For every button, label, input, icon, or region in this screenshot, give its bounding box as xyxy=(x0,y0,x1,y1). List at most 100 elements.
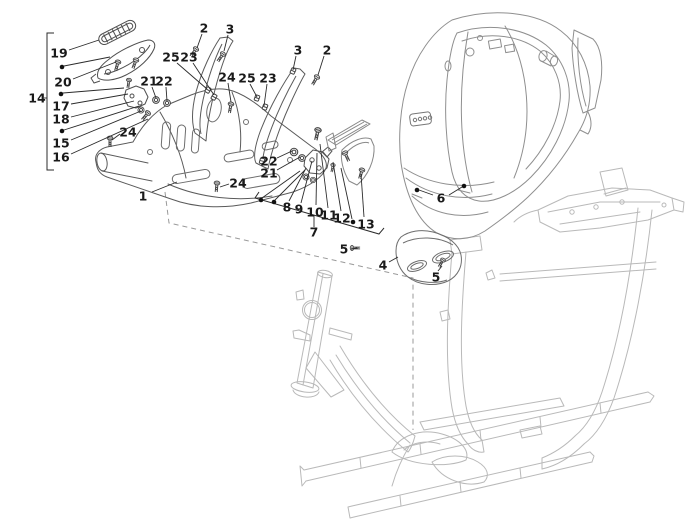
callout-label-21: 21 xyxy=(140,74,157,89)
frame-assembly xyxy=(290,167,685,519)
leader-line xyxy=(62,87,125,94)
leader-line xyxy=(263,83,268,107)
leader-line xyxy=(288,167,307,202)
lock-barrel xyxy=(538,50,559,67)
footboard-slots xyxy=(147,97,293,189)
screw xyxy=(312,126,323,142)
shield-right-flap xyxy=(571,29,603,135)
callout-label-2: 2 xyxy=(200,21,209,36)
callout-label-3: 3 xyxy=(294,43,303,58)
callout-label-5: 5 xyxy=(340,242,349,257)
callout-label-5: 5 xyxy=(432,270,441,285)
side-trim-panel xyxy=(340,137,375,186)
callout-label-20: 20 xyxy=(54,75,72,90)
callout-label-23: 23 xyxy=(180,50,197,65)
leader-line xyxy=(317,55,325,76)
callout-label-14: 14 xyxy=(28,91,46,106)
hinge-bracket-cluster xyxy=(123,85,149,109)
rear-left-frame-tube xyxy=(439,235,485,453)
leader-line xyxy=(72,61,117,80)
callout-label-13: 13 xyxy=(357,217,374,232)
leader-line xyxy=(418,189,434,196)
leader-line xyxy=(63,56,111,67)
callout-label-3: 3 xyxy=(226,22,235,37)
screw xyxy=(124,77,133,89)
rear-right-frame-tube xyxy=(485,207,657,470)
leader-line xyxy=(219,183,230,188)
callout-label-23: 23 xyxy=(259,71,276,86)
leader-line xyxy=(70,100,135,118)
shield-inner-ring xyxy=(445,27,570,202)
leader-line xyxy=(300,160,313,204)
callout-label-25: 25 xyxy=(238,71,255,86)
leader-line xyxy=(437,265,443,272)
leader-line xyxy=(223,34,229,52)
frame-spine-tube xyxy=(329,345,416,487)
group-7-bracket xyxy=(254,191,385,235)
leader-line xyxy=(340,167,353,220)
leader-line xyxy=(63,105,140,131)
shield-vent-grille xyxy=(409,111,433,127)
leader-line xyxy=(70,110,142,141)
leader-line xyxy=(151,181,178,193)
screw xyxy=(341,149,352,163)
front-shield xyxy=(399,12,603,240)
callout-label-2: 2 xyxy=(323,43,332,58)
clip xyxy=(253,94,261,102)
leader-line xyxy=(292,55,297,71)
callout-label-11: 11 xyxy=(320,208,337,223)
leader-line xyxy=(176,62,208,90)
leader-line xyxy=(151,86,157,99)
leader-line xyxy=(111,133,121,141)
screw xyxy=(212,180,221,193)
callout-label-22: 22 xyxy=(155,74,172,89)
leader-line xyxy=(448,186,463,196)
callout-dot xyxy=(461,183,467,189)
callout-label-6: 6 xyxy=(437,191,446,206)
leader-line xyxy=(319,143,329,209)
leader-line xyxy=(192,62,215,96)
leader-line xyxy=(261,170,301,199)
callout-label-22: 22 xyxy=(260,154,277,169)
central-footboard xyxy=(95,88,327,208)
washer xyxy=(298,154,306,162)
leader-line xyxy=(249,83,258,98)
callout-dot xyxy=(258,197,264,203)
leader-line xyxy=(274,169,306,201)
leader-line xyxy=(70,118,149,155)
callout-dot xyxy=(59,128,65,134)
callout-dot xyxy=(58,91,64,97)
leader-line xyxy=(276,150,293,159)
callout-label-19: 19 xyxy=(50,46,67,61)
leader-line xyxy=(315,152,318,206)
callout-label-4: 4 xyxy=(379,258,388,273)
callout-label-7: 7 xyxy=(310,225,319,240)
leader-line xyxy=(276,156,301,171)
lock-bracket-cluster xyxy=(303,146,333,175)
leader-line xyxy=(360,173,365,218)
screw xyxy=(309,73,321,87)
callout-label-16: 16 xyxy=(52,150,70,165)
side-trim-strip xyxy=(325,119,371,152)
clip xyxy=(261,103,269,111)
callout-label-18: 18 xyxy=(52,112,69,127)
leader-line xyxy=(68,39,100,51)
callout-label-1: 1 xyxy=(139,189,148,204)
leader-line xyxy=(165,86,168,102)
leader-line xyxy=(196,33,203,49)
passenger-footrest-pad xyxy=(98,19,137,46)
callout-label-24: 24 xyxy=(218,70,236,85)
callout-label-9: 9 xyxy=(295,202,304,217)
callout-label-8: 8 xyxy=(283,200,292,215)
callout-label-17: 17 xyxy=(52,99,69,114)
callout-label-24: 24 xyxy=(229,176,247,191)
leader-line xyxy=(350,247,358,250)
floor-rails xyxy=(299,391,655,519)
washer xyxy=(309,176,317,184)
leader-line xyxy=(227,82,232,103)
washer xyxy=(289,147,299,157)
callout-label-10: 10 xyxy=(306,205,324,220)
